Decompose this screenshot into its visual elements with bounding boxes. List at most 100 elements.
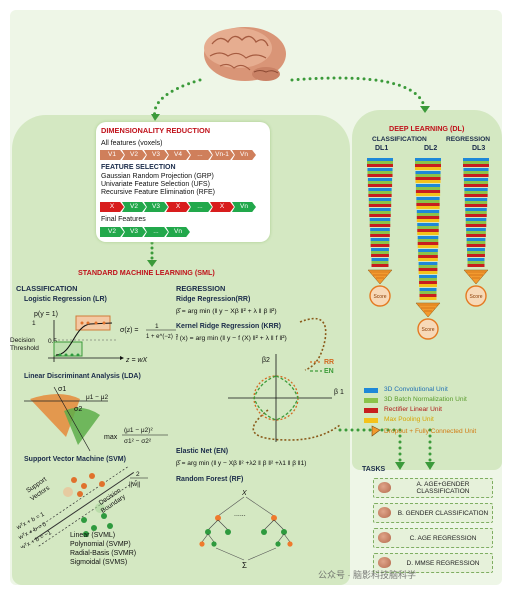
dl-layer-unit — [368, 198, 392, 201]
legend-relu-swatch — [364, 408, 378, 413]
dl-layer-unit — [418, 265, 438, 268]
dl-col1-sub: DL1 — [375, 145, 389, 152]
dl-layer-unit — [368, 201, 392, 204]
dl-layer-unit — [367, 161, 393, 164]
lda-max: max — [104, 434, 118, 441]
feature-chevron: Vn — [232, 202, 256, 212]
dl-layer-unit — [464, 191, 488, 194]
feature-chevron: ... — [188, 150, 212, 160]
dl-title: DEEP LEARNING (DL) — [389, 124, 465, 133]
lda-mu-diff: μ1 − μ2 — [86, 394, 109, 401]
dl-layer-unit — [367, 158, 393, 161]
task-label: C. AGE REGRESSION — [409, 534, 477, 542]
dl-layer-unit — [417, 245, 439, 248]
svm-kernel-rbf: Radial-Basis (SVMR) — [70, 550, 137, 557]
dl-layer-unit — [466, 234, 486, 237]
dl-score-label: Score — [469, 294, 482, 300]
plot-beta2: β2 — [262, 357, 270, 364]
feature-chevron: ... — [188, 202, 212, 212]
dl-layer-unit — [417, 226, 439, 229]
legend-dropout-label: Dropout + Fully Connected Unit — [384, 428, 477, 435]
task-gender: B. GENDER CLASSIFICATION — [373, 503, 493, 523]
dl-layer-unit — [418, 252, 438, 255]
svm-kernel-poly: Polynomial (SVMP) — [70, 541, 131, 548]
svm-plot: Support Vectors Decision Boundary 2 ||w|… — [15, 465, 148, 548]
dl-layer-unit — [463, 174, 489, 177]
dim-title: DIMENSIONALITY REDUCTION — [101, 126, 211, 135]
feature-chevron: V3 — [144, 150, 168, 160]
dl-layer-unit — [418, 271, 438, 274]
dl-layer-unit — [417, 229, 439, 232]
dl-layer-unit — [369, 221, 391, 224]
dl-layer-unit — [415, 193, 441, 196]
dl-layer-unit — [464, 194, 488, 197]
rf-dots: ...... — [234, 511, 246, 518]
feature-chevron: V3 — [144, 202, 168, 212]
dl-layer-unit — [371, 254, 389, 257]
task-label: A. AGE+GENDER CLASSIFICATION — [416, 481, 470, 495]
brain-icon — [378, 507, 391, 518]
dl-layer-unit — [463, 158, 489, 161]
lr-sigma-den: 1 + e^(−z) — [146, 334, 173, 340]
dl-layer-unit — [464, 204, 488, 207]
dl-layer-unit — [371, 261, 389, 264]
dl-layer-unit — [368, 204, 392, 207]
final-features-label: Final Features — [101, 216, 146, 223]
dl-layer-unit — [418, 268, 438, 271]
svm-kernel-sigmoid: Sigmoidal (SVMS) — [70, 559, 128, 566]
dl-layer-unit — [463, 171, 489, 174]
dl-layer-unit — [367, 181, 393, 184]
feature-chevron: Vn — [166, 227, 190, 237]
dl-layer-unit — [369, 218, 391, 221]
dl-layer-unit — [369, 211, 391, 214]
dl-layer-unit — [467, 258, 485, 261]
task-mmse-regression: D. MMSE REGRESSION — [373, 553, 493, 573]
task-label: B. GENDER CLASSIFICATION — [397, 509, 489, 517]
dl-layer-unit — [367, 174, 393, 177]
regression-header: REGRESSION — [176, 284, 226, 293]
lda-plot: σ1 σ2 μ1 − μ2 max (μ1 − μ2)² σ1² − σ2² — [24, 386, 168, 452]
dl-layer-unit — [371, 251, 389, 254]
dl-layer-unit — [415, 187, 441, 190]
legend-dropout-swatch — [371, 425, 381, 437]
lda-frac-den: σ1² − σ2² — [124, 438, 152, 445]
dl-layer-unit — [367, 184, 393, 187]
dl-layer-unit — [464, 201, 488, 204]
dl-layer-unit — [419, 284, 437, 287]
lr-sigma-num: 1 — [155, 323, 159, 330]
ridge-title: Ridge Regression(RR) — [176, 296, 251, 303]
dl-layer-unit — [467, 261, 485, 264]
dl-layer-unit — [467, 264, 485, 267]
dl-col1-head: CLASSIFICATION — [372, 136, 427, 143]
feature-chevron: Vn — [232, 150, 256, 160]
method-ufs: Univariate Feature Selection (UFS) — [101, 181, 210, 188]
dl-layer-unit — [370, 238, 390, 241]
legend-pool-label: Max Pooling Unit — [384, 416, 434, 423]
dl-layer-unit — [416, 197, 440, 200]
dl-layer-unit — [415, 164, 441, 167]
dl-layer-unit — [463, 168, 489, 171]
svm-margin-num: 2 — [136, 471, 140, 478]
dl-layer-unit — [368, 191, 392, 194]
lda-frac-num: (μ1 − μ2)² — [124, 427, 153, 434]
lr-sigma-lhs: σ(z) = — [120, 327, 139, 334]
svm-title: Support Vector Machine (SVM) — [24, 456, 126, 463]
lr-threshold-label: Threshold — [10, 345, 39, 352]
brain-image — [204, 27, 286, 81]
dl-layer-unit — [465, 218, 487, 221]
feature-chevron: ... — [144, 227, 168, 237]
dl-layer-unit — [417, 223, 439, 226]
legend-conv-label: 3D Convolutional Unit — [384, 386, 448, 393]
dl-layer-unit — [419, 275, 437, 278]
dl-layer-unit — [415, 184, 441, 187]
all-features-label: All features (voxels) — [101, 140, 163, 147]
dl-layer-unit — [419, 291, 437, 294]
rr-en-plot: β2 β 1 RR EN — [228, 354, 344, 442]
dl-layer-unit — [417, 236, 439, 239]
dl-layer-unit — [370, 228, 390, 231]
dl-layer-unit — [466, 241, 486, 244]
lda-title: Linear Discriminant Analysis (LDA) — [24, 373, 141, 380]
dl-layer-unit — [465, 211, 487, 214]
brain-icon — [378, 532, 391, 543]
